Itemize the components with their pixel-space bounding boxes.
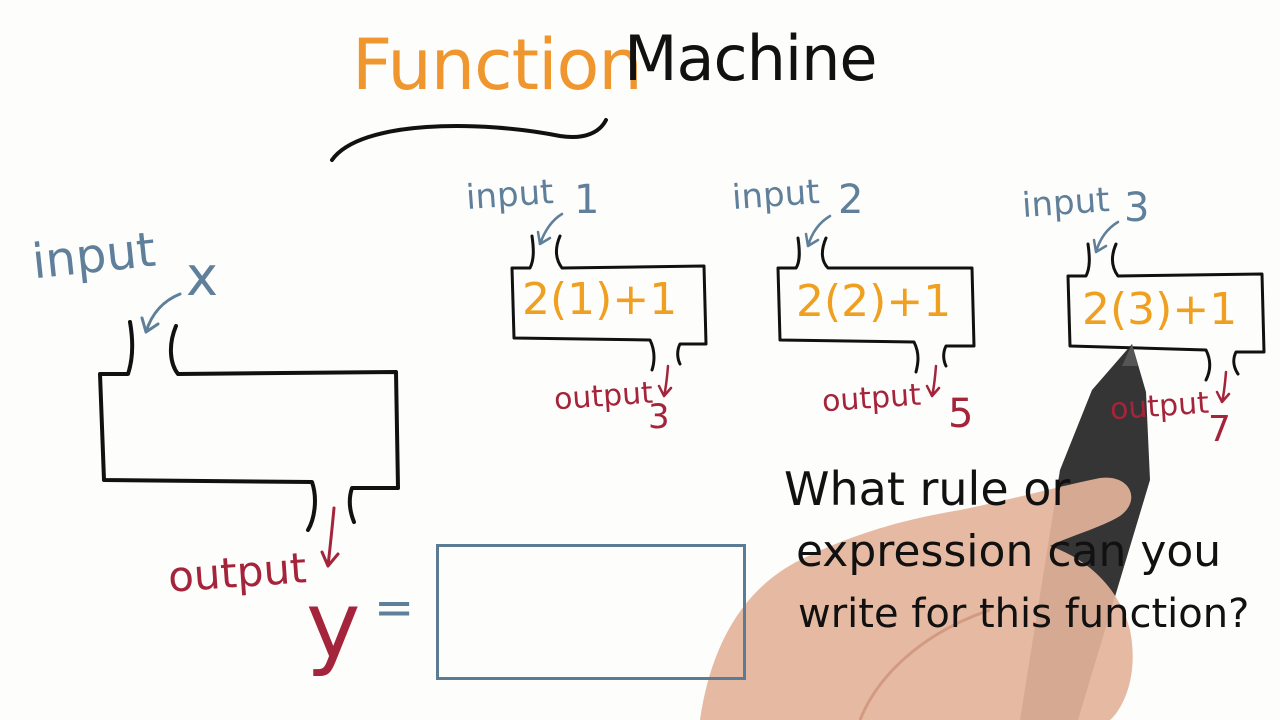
example-3-output-arrow (1215, 370, 1231, 404)
title-underline (330, 118, 608, 162)
answer-box (436, 544, 746, 680)
example-1-input-arrow (536, 212, 564, 246)
generic-output-arrow (320, 506, 340, 568)
example-1-output-arrow (657, 364, 673, 398)
title-function-word: Function (352, 24, 643, 106)
example-1-output-value: 3 (648, 397, 670, 437)
generic-input-arrow (140, 292, 182, 334)
example-2-input-label: input (730, 171, 821, 219)
example-3-output-value: 7 (1208, 409, 1231, 450)
example-2-output-label: output (820, 377, 923, 420)
example-2-input-value: 2 (838, 177, 864, 223)
equals-sign: = (374, 580, 415, 636)
example-3-expression: 2(3)+1 (1082, 284, 1238, 335)
example-2-expression: 2(2)+1 (796, 276, 952, 327)
example-3-output-label: output (1108, 385, 1211, 428)
example-2-input-arrow (804, 214, 832, 248)
generic-input-label: input (29, 221, 159, 291)
example-1-input-label: input (464, 171, 555, 219)
generic-machine-body (98, 320, 400, 532)
example-machine-3-body (1066, 242, 1266, 382)
example-machine-2-body (776, 236, 976, 374)
example-3-input-arrow (1092, 220, 1120, 254)
example-1-output-label: output (552, 375, 655, 418)
hand-with-pen-illustration (700, 344, 1150, 720)
hand-shape (700, 477, 1133, 720)
example-1-input-value: 1 (574, 177, 600, 223)
example-2-output-arrow (925, 364, 941, 398)
question-line-2: expression can you (796, 526, 1222, 577)
example-machine-1-body (510, 234, 708, 372)
example-2-output-value: 5 (948, 391, 974, 437)
question-line-3: write for this function? (798, 591, 1250, 637)
question-line-1: What rule or (784, 462, 1071, 516)
example-3-input-label: input (1020, 179, 1111, 227)
title-machine-word: Machine (624, 22, 878, 95)
generic-output-label: output (166, 543, 309, 602)
example-3-input-value: 3 (1124, 185, 1150, 231)
example-1-expression: 2(1)+1 (522, 274, 678, 325)
generic-output-variable: y (306, 572, 361, 679)
generic-input-variable: x (186, 245, 218, 308)
